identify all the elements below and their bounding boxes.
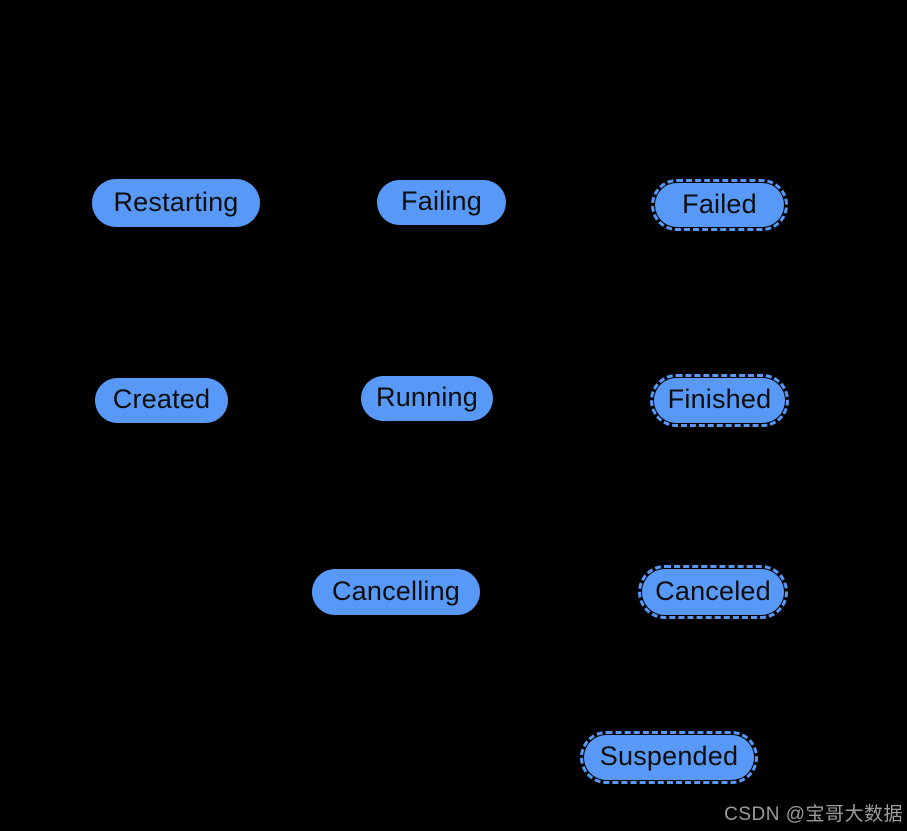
state-node-created: Created [95, 378, 228, 423]
state-node-finished: Finished [650, 374, 789, 427]
state-node-canceled: Canceled [638, 565, 788, 619]
state-node-label: Suspended [599, 741, 739, 771]
state-node-label: Restarting [113, 186, 239, 217]
state-node-label: Finished [667, 384, 772, 414]
state-node-running: Running [361, 376, 493, 421]
state-node-label: Cancelling [331, 575, 461, 606]
state-node-label: Failed [682, 188, 757, 219]
state-node-label: Running [376, 382, 478, 412]
state-node-label: Canceled [655, 575, 771, 606]
state-node-failing: Failing [377, 180, 506, 225]
state-node-cancelling: Cancelling [312, 569, 480, 615]
state-node-failed: Failed [651, 179, 788, 231]
state-node-label: Failing [401, 186, 482, 216]
watermark-text: CSDN @宝哥大数据 [724, 804, 903, 825]
state-node-suspended: Suspended [580, 731, 758, 784]
state-node-restarting: Restarting [92, 179, 260, 227]
state-node-label: Created [112, 384, 211, 414]
